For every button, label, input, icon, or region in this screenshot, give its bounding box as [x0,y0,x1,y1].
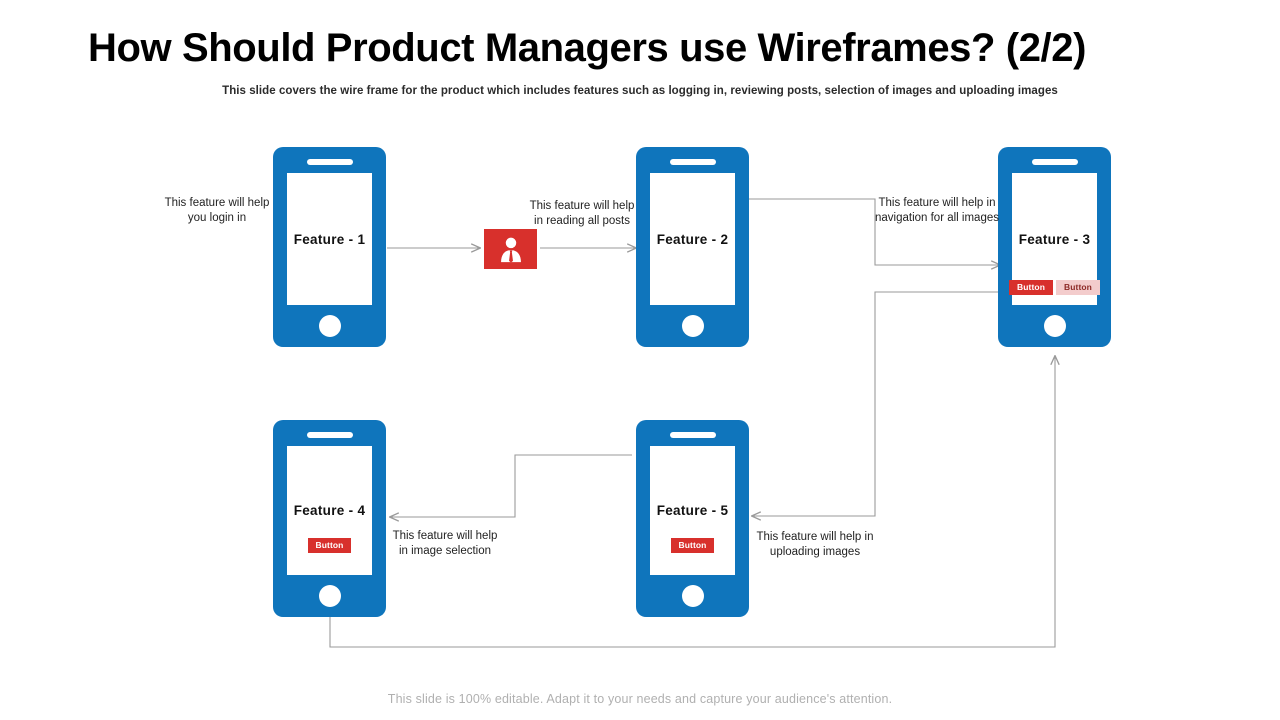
screen-label: Feature - 3 [1018,231,1091,247]
note-login: This feature will help you login in [164,197,270,225]
home-button-icon[interactable] [318,585,341,607]
home-button-icon[interactable] [681,585,704,607]
screen-label: Feature - 5 [656,503,729,518]
phone-screen-feature-3[interactable]: Feature - 3 Button Button [1009,173,1100,305]
phone-speaker-icon [669,432,716,438]
user-profile-icon [484,229,537,269]
phone-speaker-icon [669,159,716,165]
note-navigation: This feature will help in navigation for… [874,197,999,225]
wireframe-button-secondary[interactable]: Button [1056,279,1100,295]
wireframe-button-primary[interactable]: Button [307,537,352,553]
phone-screen-feature-4[interactable]: Feature - 4 Button [287,446,372,575]
phone-speaker-icon [1031,159,1078,165]
screen-button-row: Button [287,537,372,553]
phone-mockup-feature-5[interactable]: Feature - 5 Button [636,420,749,617]
phone-speaker-icon [306,159,353,165]
screen-label: Feature - 2 [656,231,729,247]
page-subtitle: This slide covers the wire frame for the… [222,85,1058,97]
phone-screen-feature-5[interactable]: Feature - 5 Button [650,446,735,575]
phone-screen-feature-2[interactable]: Feature - 2 [650,173,735,305]
phone-mockup-feature-2[interactable]: Feature - 2 [636,147,749,347]
wireframe-button-primary[interactable]: Button [1009,279,1053,295]
home-button-icon[interactable] [318,315,341,337]
screen-label: Feature - 4 [293,503,366,518]
phone-mockup-feature-4[interactable]: Feature - 4 Button [273,420,386,617]
page-title: How Should Product Managers use Wirefram… [88,26,1087,70]
home-button-icon[interactable] [1043,315,1066,337]
note-uploading: This feature will help in uploading imag… [756,531,874,559]
phone-mockup-feature-3[interactable]: Feature - 3 Button Button [998,147,1111,347]
footer-note: This slide is 100% editable. Adapt it to… [387,692,893,706]
screen-label: Feature - 1 [293,231,366,247]
phone-mockup-feature-1[interactable]: Feature - 1 [273,147,386,347]
home-button-icon[interactable] [681,315,704,337]
screen-button-row: Button [650,537,735,553]
phone-screen-feature-1[interactable]: Feature - 1 [287,173,372,305]
wireframe-button-primary[interactable]: Button [670,537,715,553]
note-image-selection: This feature will help in image selectio… [392,530,498,558]
note-reading: This feature will help in reading all po… [529,200,635,228]
screen-button-row: Button Button [1009,279,1100,295]
phone-speaker-icon [306,432,353,438]
